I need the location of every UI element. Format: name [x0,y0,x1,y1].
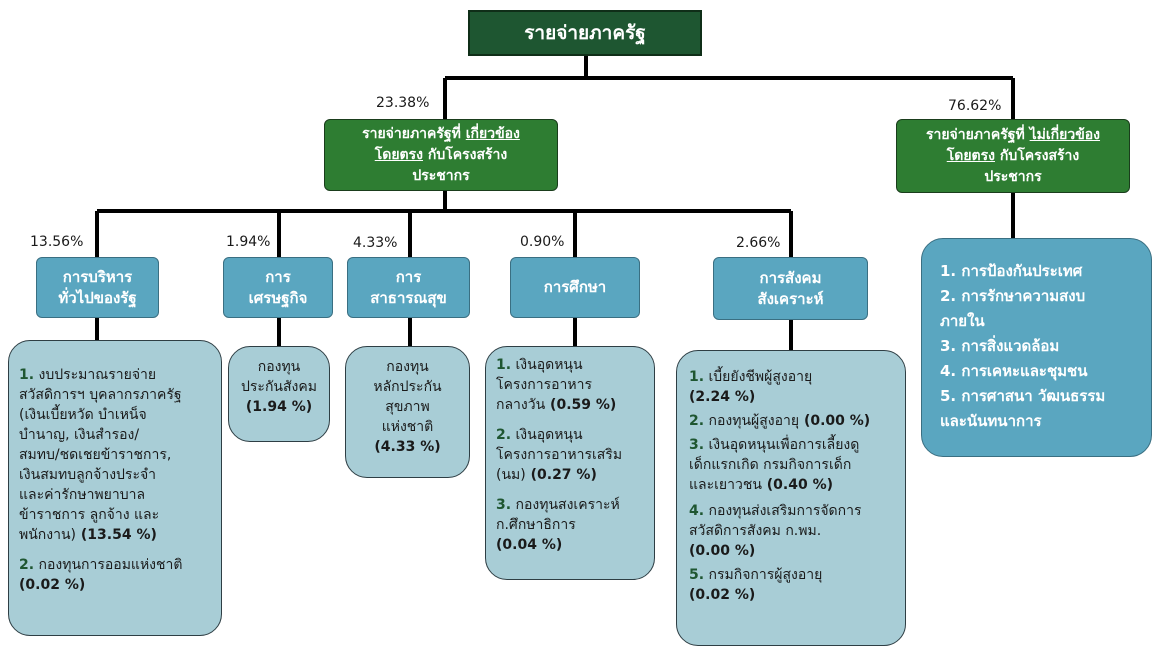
edu-item-2: 2. เงินอุดหนุน [496,427,583,443]
edu-item-1: 1. เงินอุดหนุน [496,357,583,373]
edu-detail-box: 1. เงินอุดหนุน โครงการอาหาร กลางวัน (0.5… [485,346,655,580]
indirect-item: 4. การเคหะและชุมชน [940,362,1088,380]
indirect-item: 5. การศาสนา วัฒนธรรม [940,387,1106,405]
social-item-5: 5. กรมกิจการผู้สูงอายุ [689,567,823,583]
social-percent: 2.66% [736,235,781,251]
econ-node: การเศรษฐกิจ [223,257,333,318]
admin-item-2: 2. กองทุนการออมแห่งชาติ [19,557,183,573]
edu-percent: 0.90% [520,234,565,250]
econ-percent: 1.94% [226,234,271,250]
indirect-label: รายจ่ายภาครัฐที่ ไม่เกี่ยวข้อง โดยตรง กั… [925,126,1101,185]
root-node: รายจ่ายภาครัฐ [468,10,702,56]
direct-node: รายจ่ายภาครัฐที่ เกี่ยวข้อง โดยตรง กับโค… [324,119,558,191]
social-item-3: 3. เงินอุดหนุนเพื่อการเลี้ยงดู [689,437,860,453]
indirect-node: รายจ่ายภาครัฐที่ ไม่เกี่ยวข้อง โดยตรง กั… [896,119,1130,193]
social-item-4: 4. กองทุนส่งเสริมการจัดการ [689,503,862,519]
admin-node: การบริหารทั่วไปของรัฐ [36,257,159,318]
indirect-items-box: 1. การป้องกันประเทศ 2. การรักษาความสงบ ภ… [921,238,1152,457]
edu-item-3: 3. กองทุนสงเคราะห์ [496,497,620,513]
social-detail-box: 1. เบี้ยยังชีพผู้สูงอายุ (2.24 %) 2. กอง… [676,350,906,646]
social-node: การสังคมสังเคราะห์ [713,257,868,320]
indirect-item: 2. การรักษาความสงบ [940,287,1086,305]
root-title: รายจ่ายภาครัฐ [524,22,646,44]
econ-detail-box: กองทุน ประกันสังคม (1.94 %) [228,346,330,442]
admin-percent: 13.56% [30,234,84,250]
indirect-percent: 76.62% [948,98,1002,114]
direct-label: รายจ่ายภาครัฐที่ เกี่ยวข้อง โดยตรง กับโค… [362,125,520,184]
health-detail-box: กองทุน หลักประกัน สุขภาพ แห่งชาติ (4.33 … [345,346,470,478]
direct-percent: 23.38% [376,95,430,111]
health-percent: 4.33% [353,235,398,251]
indirect-item: 3. การสิ่งแวดล้อม [940,337,1060,355]
indirect-item: และนันทนาการ [940,412,1042,430]
admin-item-1: 1. งบประมาณรายจ่าย [19,367,157,383]
social-item-2: 2. กองทุนผู้สูงอายุ (0.00 %) [689,413,871,429]
indirect-item: 1. การป้องกันประเทศ [940,262,1083,280]
indirect-item: ภายใน [940,312,985,330]
health-node: การสาธารณสุข [347,257,470,318]
admin-detail-box: 1. งบประมาณรายจ่าย สวัสดิการฯ บุคลากรภาค… [8,340,222,636]
social-item-1: 1. เบี้ยยังชีพผู้สูงอายุ [689,369,813,385]
edu-node: การศึกษา [510,257,640,318]
